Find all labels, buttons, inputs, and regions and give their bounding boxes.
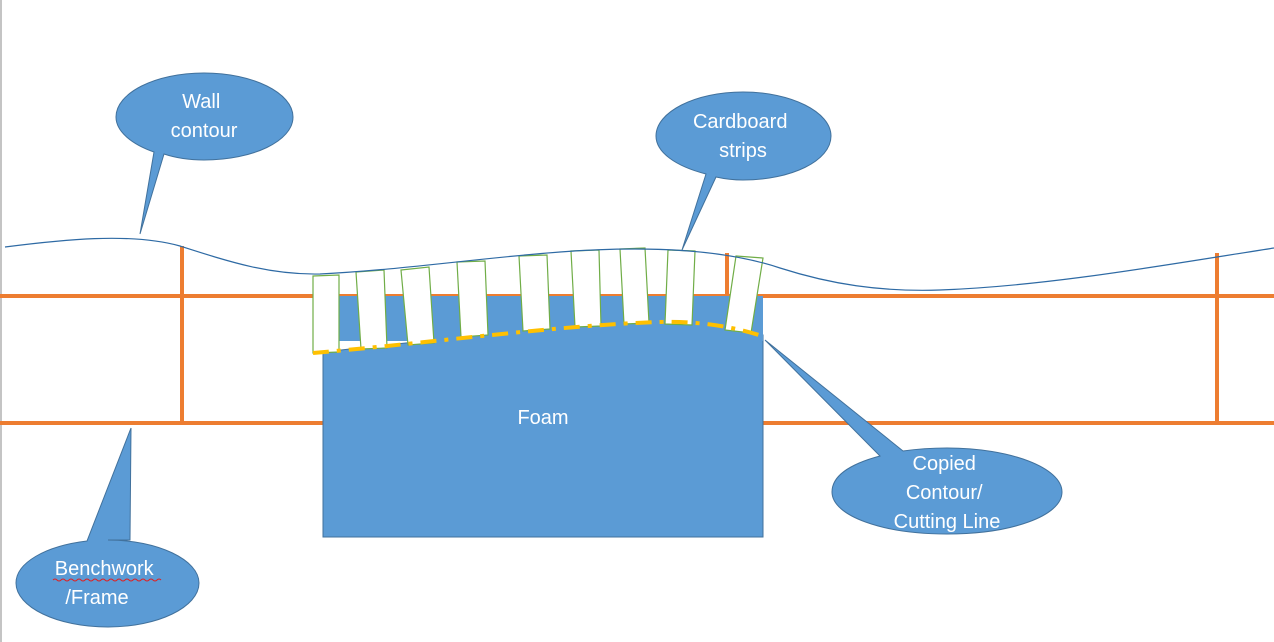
wall-contour-label-line2: contour: [171, 120, 238, 142]
wall-contour-line: [4, 237, 1274, 291]
cardboard-strips-callout-bubble: [655, 91, 832, 251]
svg-text:Cardboard strips: Cardboard strips: [693, 111, 793, 162]
foam-label: Foam: [517, 407, 568, 429]
benchwork-callout: Benchwork /Frame: [15, 427, 200, 628]
cardboard-strip: [518, 254, 551, 332]
copied-contour-callout: Copied Contour/ Cutting Line: [764, 339, 1063, 535]
foam-block-top-fill: [338, 296, 763, 341]
cardboard-strip: [664, 249, 696, 326]
cardboard-strip: [355, 269, 388, 350]
cutting-line: [312, 319, 763, 355]
benchwork-label-line1: Benchwork: [55, 558, 155, 580]
wall-contour-callout: Wall contour: [115, 72, 294, 235]
cardboard-strips: [312, 247, 764, 354]
wall-contour-callout-bubble: [115, 72, 294, 235]
cardboard-strip: [312, 274, 340, 354]
cardboard-strip: [619, 247, 650, 325]
svg-text:Copied Contour/ Cu: Copied Contour/ Cutting Line: [894, 453, 1001, 533]
copied-contour-label-line3: Cutting Line: [894, 511, 1001, 533]
cardboard-strips-label-line1: Cardboard: [693, 111, 788, 133]
cardboard-strip: [456, 260, 489, 338]
benchwork-label-line2: /Frame: [65, 587, 128, 609]
wall-contour-label-line1: Wall: [182, 91, 220, 113]
foam-block: [322, 327, 764, 538]
svg-text:Wall contour: Wall contour: [171, 91, 238, 142]
copied-contour-callout-bubble: [764, 339, 1063, 535]
cardboard-strips-label-line2: strips: [719, 140, 767, 162]
cardboard-strip: [570, 249, 602, 328]
spellcheck-squiggle: [52, 578, 162, 582]
copied-contour-label-line2: Contour/: [906, 482, 983, 504]
benchwork-callout-bubble: [15, 427, 200, 628]
svg-text:Benchwork /Frame: Benchwork /Frame: [55, 558, 160, 609]
cardboard-strips-callout: Cardboard strips: [655, 91, 832, 251]
copied-contour-label-line1: Copied: [913, 453, 976, 475]
